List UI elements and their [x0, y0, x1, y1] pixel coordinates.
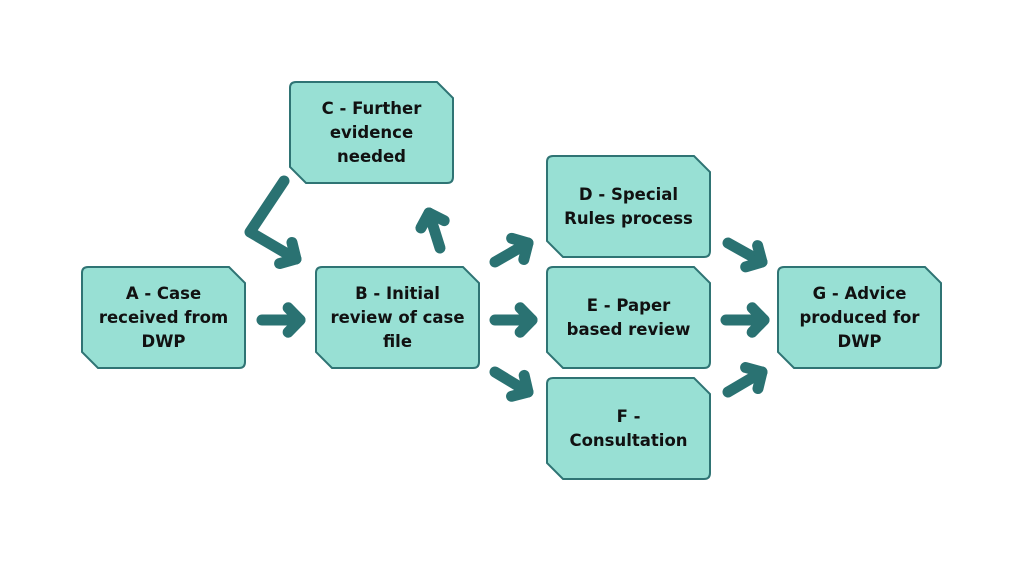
arrow-b-to-f [489, 366, 534, 402]
box-g-label: G - Advice produced for DWP [799, 283, 920, 351]
box-c [289, 81, 454, 184]
box-f [546, 377, 711, 480]
arrow-b-to-c [415, 207, 450, 254]
box-f-label: F - Consultation [569, 406, 688, 450]
arrow-a-to-b [256, 302, 306, 338]
box-e [546, 266, 711, 369]
box-g [777, 266, 942, 369]
box-a-label: A - Case received from DWP [98, 283, 229, 351]
arrow-b-to-e [489, 302, 538, 338]
arrow-e-to-g [720, 302, 770, 338]
box-b [315, 266, 480, 369]
box-c-label: C - Further evidence needed [321, 98, 422, 166]
box-e-label: E - Paper based review [566, 295, 691, 339]
box-d [546, 155, 711, 258]
box-b-label: B - Initial review of case file [330, 283, 465, 351]
arrow-d-to-g [722, 237, 768, 273]
arrow-b-to-d [489, 232, 534, 268]
box-a [81, 266, 246, 369]
arrow-c-to-b [244, 175, 302, 270]
arrow-f-to-g [722, 361, 768, 398]
box-d-label: D - Special Rules process [564, 184, 693, 228]
